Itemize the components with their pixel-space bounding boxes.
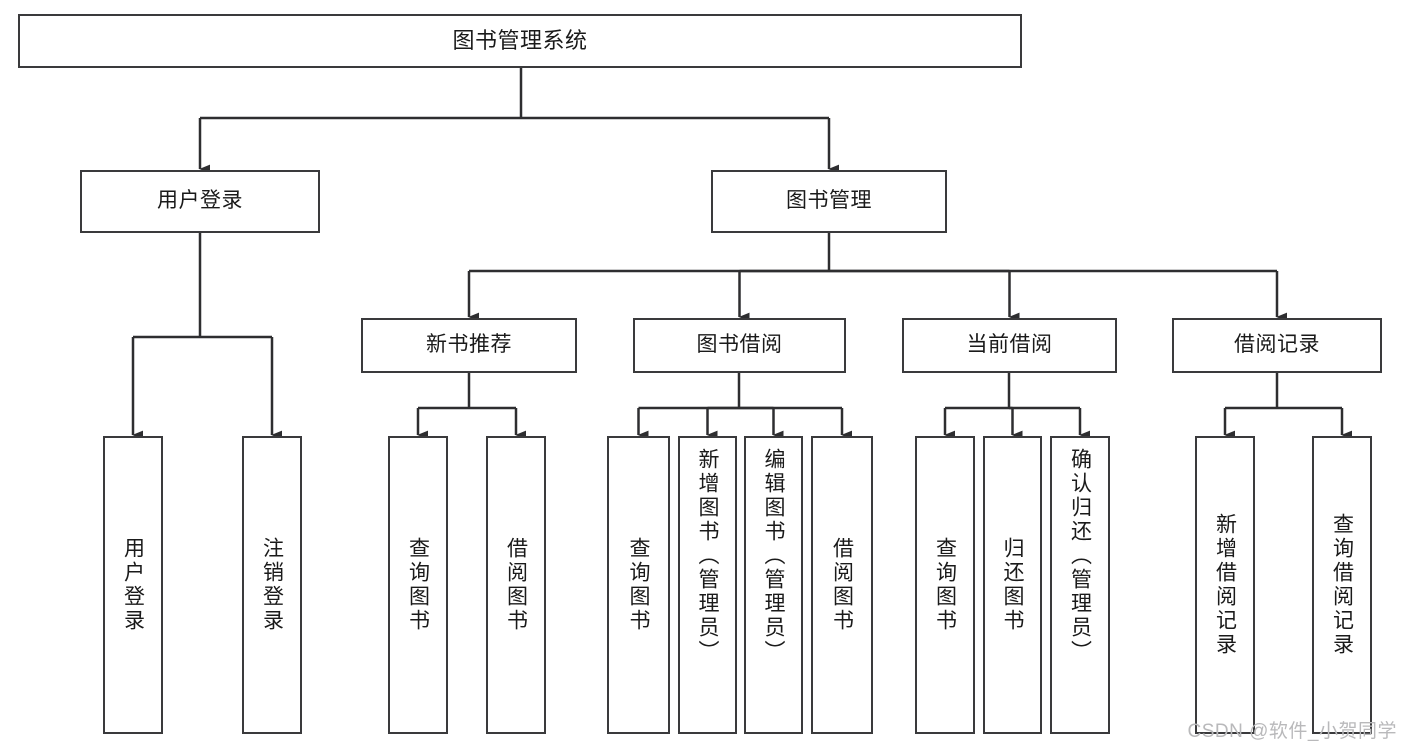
node-root: 图书管理系统 [18, 14, 1022, 68]
node-label-user-login: 用户登录 [157, 189, 243, 213]
node-leaf-query-book-2: 查询图书 [607, 436, 670, 734]
node-leaf-query-book-1: 查询图书 [388, 436, 448, 734]
node-label-leaf-confirm-return: 确认归还（管理员） [1068, 448, 1092, 664]
node-label-book-management: 图书管理 [786, 189, 872, 213]
node-label-book-borrow: 图书借阅 [696, 333, 783, 357]
node-leaf-return-book: 归还图书 [983, 436, 1042, 734]
node-label-leaf-borrow-book-1: 借阅图书 [504, 537, 528, 633]
node-label-leaf-query-book-3: 查询图书 [933, 537, 957, 633]
node-leaf-edit-book: 编辑图书（管理员） [744, 436, 803, 734]
node-label-new-book-recommend: 新书推荐 [426, 333, 512, 357]
node-leaf-query-record: 查询借阅记录 [1312, 436, 1372, 734]
node-new-book-recommend: 新书推荐 [361, 318, 577, 373]
node-leaf-query-book-3: 查询图书 [915, 436, 975, 734]
watermark-label: CSDN @软件_小贺同学 [1187, 721, 1397, 742]
node-label-leaf-user-login: 用户登录 [121, 537, 145, 633]
node-label-leaf-add-record: 新增借阅记录 [1213, 513, 1237, 657]
node-book-management: 图书管理 [711, 170, 947, 233]
node-label-leaf-return-book: 归还图书 [1001, 537, 1024, 633]
node-current-borrow: 当前借阅 [902, 318, 1117, 373]
node-borrow-record: 借阅记录 [1172, 318, 1382, 373]
node-label-leaf-logout: 注销登录 [260, 537, 284, 633]
node-leaf-borrow-book-1: 借阅图书 [486, 436, 546, 734]
node-label-current-borrow: 当前借阅 [966, 333, 1053, 357]
node-label-leaf-query-book-2: 查询图书 [627, 537, 650, 633]
node-label-leaf-query-book-1: 查询图书 [406, 537, 430, 633]
node-label-borrow-record: 借阅记录 [1234, 333, 1320, 357]
node-label-leaf-query-record: 查询借阅记录 [1330, 513, 1354, 657]
node-leaf-user-login: 用户登录 [103, 436, 163, 734]
node-label-leaf-borrow-book-2: 借阅图书 [830, 537, 854, 633]
node-leaf-add-book: 新增图书（管理员） [678, 436, 737, 734]
node-book-borrow: 图书借阅 [633, 318, 846, 373]
node-leaf-add-record: 新增借阅记录 [1195, 436, 1255, 734]
node-label-root: 图书管理系统 [452, 27, 588, 53]
node-leaf-logout: 注销登录 [242, 436, 302, 734]
node-leaf-confirm-return: 确认归还（管理员） [1050, 436, 1110, 734]
node-leaf-borrow-book-2: 借阅图书 [811, 436, 873, 734]
node-label-leaf-add-book: 新增图书（管理员） [696, 448, 719, 664]
node-label-leaf-edit-book: 编辑图书（管理员） [762, 448, 785, 664]
node-user-login: 用户登录 [80, 170, 320, 233]
